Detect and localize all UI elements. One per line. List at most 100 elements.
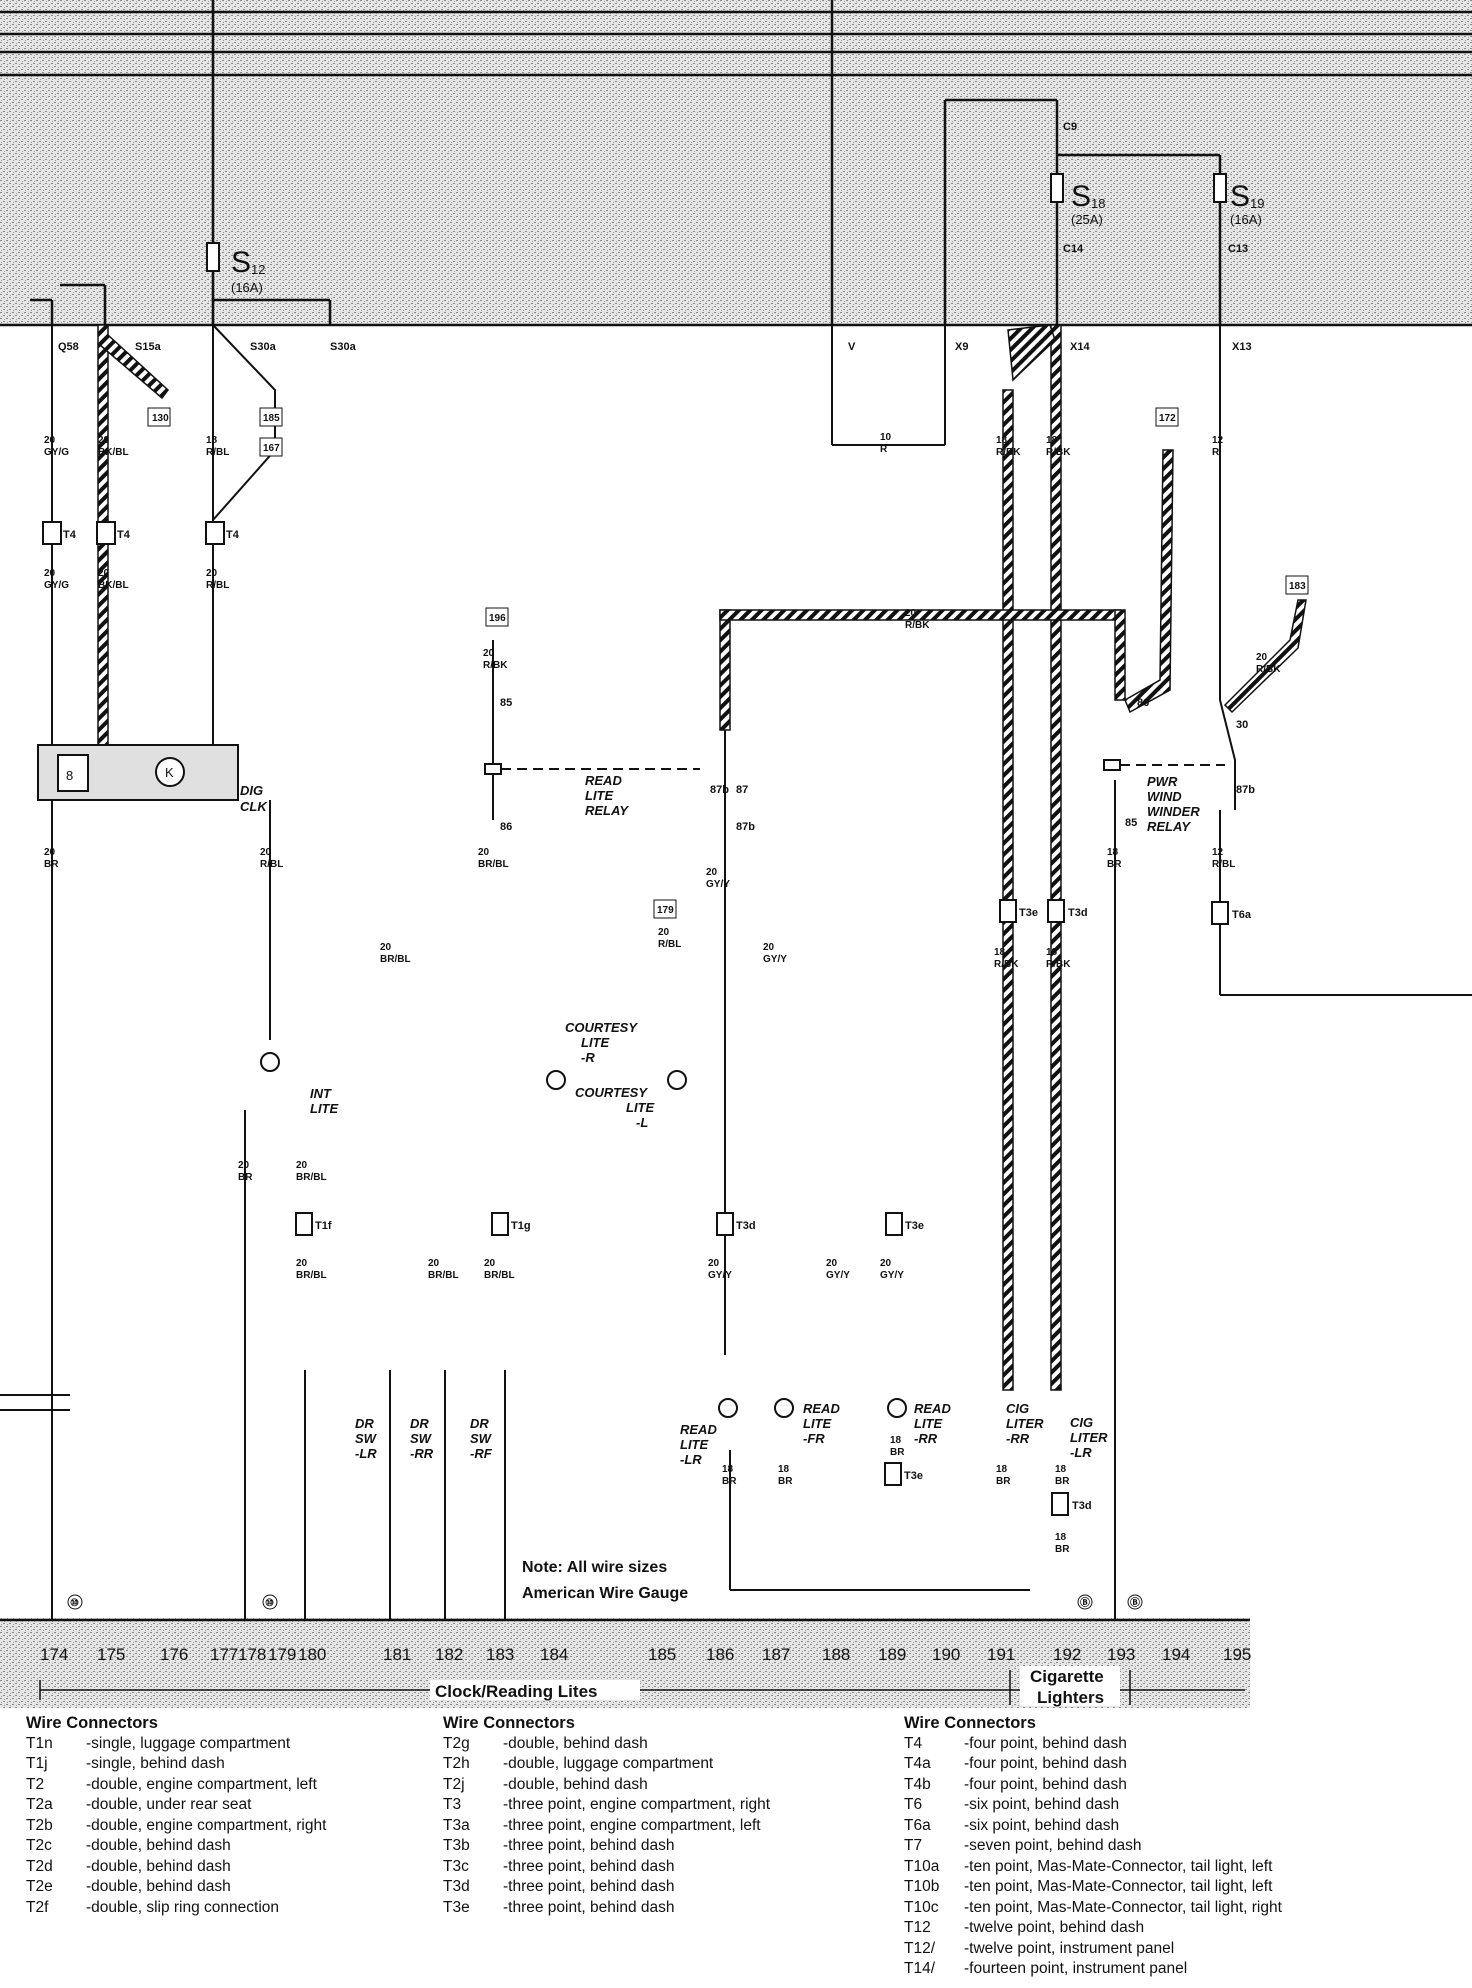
wire-label-w32: 20: [880, 1258, 892, 1269]
clock-face-icon: K: [165, 765, 174, 780]
svg-text:Ⓑ: Ⓑ: [1080, 1596, 1090, 1609]
legend-row: T2j -double, behind dash: [443, 1775, 770, 1796]
wire-label-w2: BK/BL: [98, 447, 129, 458]
column-number: 177: [210, 1645, 238, 1664]
legend-code: T2j: [443, 1775, 465, 1793]
legend-desc: -four point, behind dash: [964, 1775, 1127, 1793]
wire-label-w32: GY/Y: [880, 1270, 904, 1281]
column-number: 184: [540, 1645, 568, 1664]
legend-heading: Wire Connectors: [26, 1714, 158, 1732]
pin-30: 30: [1236, 719, 1248, 731]
wire-label-w5: 20: [98, 568, 110, 579]
column-number: 195: [1223, 1645, 1251, 1664]
wire-label-w9: 18: [1046, 435, 1058, 446]
pin-85-b: 85: [1125, 817, 1137, 829]
wire-label-w27: BR/BL: [296, 1270, 327, 1281]
wire-label-w9: R/BK: [1046, 447, 1071, 458]
wire-label-w22: 18: [994, 947, 1006, 958]
svg-text:Ⓑ: Ⓑ: [1130, 1596, 1140, 1609]
read-lite-relay: READ LITE RELAY: [484, 763, 700, 818]
legend-desc: -ten point, Mas-Mate-Connector, tail lig…: [964, 1898, 1282, 1916]
svg-text:READ: READ: [914, 1401, 951, 1416]
wire-label-w34: BR: [778, 1476, 793, 1487]
wire-label-w24: R/BL: [658, 939, 681, 950]
legend-desc: -twelve point, instrument panel: [964, 1939, 1175, 1957]
column-number: 191: [987, 1645, 1015, 1664]
terminal-c13: C13: [1228, 243, 1248, 255]
legend-desc: -ten point, Mas-Mate-Connector, tail lig…: [964, 1878, 1273, 1895]
terminal-q58: Q58: [58, 341, 79, 353]
legend-column-3: Wire Connectors T4-four point, behind da…: [904, 1713, 1282, 1980]
svg-text:⑩: ⑩: [70, 1598, 79, 1609]
hatched-wires: [97, 324, 1307, 1391]
svg-text:READ: READ: [585, 773, 622, 788]
wire-label-w36: 18: [996, 1464, 1008, 1475]
wire-label-w27: 20: [296, 1258, 308, 1269]
legend-desc: -ten point, Mas-Mate-Connector, tail lig…: [964, 1857, 1273, 1875]
column-number: 190: [932, 1645, 960, 1664]
wire-label-w23: 18: [1046, 947, 1058, 958]
column-number: 181: [383, 1645, 411, 1664]
svg-text:SW: SW: [470, 1431, 493, 1446]
column-number: 186: [706, 1645, 734, 1664]
legend-row: T2d-double, behind dash: [26, 1857, 326, 1878]
legend-code: T10a: [904, 1857, 940, 1875]
svg-text:130: 130: [152, 413, 169, 424]
svg-text:179: 179: [657, 905, 674, 916]
digital-clock: 8 K DIG CLK: [37, 744, 268, 814]
column-number: 175: [97, 1645, 125, 1664]
legend-desc: -double, behind dash: [503, 1775, 648, 1793]
svg-text:LITER: LITER: [1070, 1430, 1108, 1445]
svg-text:-RR: -RR: [1006, 1431, 1030, 1446]
legend-desc: -double, behind dash: [86, 1837, 231, 1854]
pin-86-b: 86: [1137, 697, 1149, 709]
legend-row: T10c-ten point, Mas-Mate-Connector, tail…: [904, 1898, 1282, 1919]
fuse-panel: [0, 0, 1472, 325]
svg-text:LITE: LITE: [585, 788, 613, 803]
column-number: 188: [822, 1645, 850, 1664]
wire-label-w11: R/BK: [905, 620, 930, 631]
wire-label-w28: 20: [428, 1258, 440, 1269]
legend-code: T4b: [904, 1775, 931, 1793]
legend-code: T2g: [443, 1734, 470, 1752]
svg-text:LITE: LITE: [581, 1035, 609, 1050]
svg-text:WIND: WIND: [1147, 789, 1182, 804]
wire-label-w13: R/BK: [483, 660, 508, 671]
svg-text:-LR: -LR: [355, 1446, 377, 1461]
legend-desc: -double, engine compartment, left: [86, 1775, 317, 1793]
wire-label-w12: R/BK: [1256, 664, 1281, 675]
terminal-s30a-1: S30a: [250, 341, 277, 353]
wire-label-w34: 18: [778, 1464, 790, 1475]
svg-text:196: 196: [489, 613, 506, 624]
svg-text:-LR: -LR: [680, 1452, 702, 1467]
legend-code: T2b: [26, 1816, 53, 1834]
legend-row: T2f-double, slip ring connection: [26, 1898, 326, 1919]
svg-text:(16A): (16A): [231, 280, 263, 295]
svg-text:SW: SW: [355, 1431, 378, 1446]
wire-label-w20: BR: [1107, 859, 1122, 870]
wire-label-w14: BR: [44, 859, 59, 870]
legend-heading: Wire Connectors: [443, 1714, 575, 1732]
legend-row: T4b -four point, behind dash: [904, 1775, 1282, 1796]
ground-markers: ⑩ ⑩ Ⓑ Ⓑ: [67, 1594, 1143, 1610]
legend-row: T2b-double, engine compartment, right: [26, 1816, 326, 1837]
svg-text:RELAY: RELAY: [1147, 819, 1191, 834]
column-number: 180: [298, 1645, 326, 1664]
legend-desc: -double, under rear seat: [86, 1796, 252, 1813]
section-cigarette: Cigarette: [1030, 1667, 1104, 1686]
svg-text:CLK: CLK: [240, 799, 268, 814]
wire-label-w38: BR: [1055, 1544, 1070, 1555]
svg-text:-RR: -RR: [410, 1446, 434, 1461]
svg-text:19: 19: [1250, 196, 1264, 211]
note-line-1: Note: All wire sizes: [522, 1559, 667, 1576]
svg-text:(25A): (25A): [1071, 212, 1103, 227]
reference-boxes: 130 185 167 196 172 183 179: [147, 407, 1309, 919]
wire-label-w26: BR/BL: [296, 1172, 327, 1183]
bus-lines: [0, 0, 1472, 327]
column-number: 189: [878, 1645, 906, 1664]
svg-text:READ: READ: [680, 1422, 717, 1437]
pin-87b-3: 87b: [1236, 784, 1255, 796]
svg-text:LITE: LITE: [626, 1100, 654, 1115]
legend-code: T6: [904, 1796, 923, 1813]
